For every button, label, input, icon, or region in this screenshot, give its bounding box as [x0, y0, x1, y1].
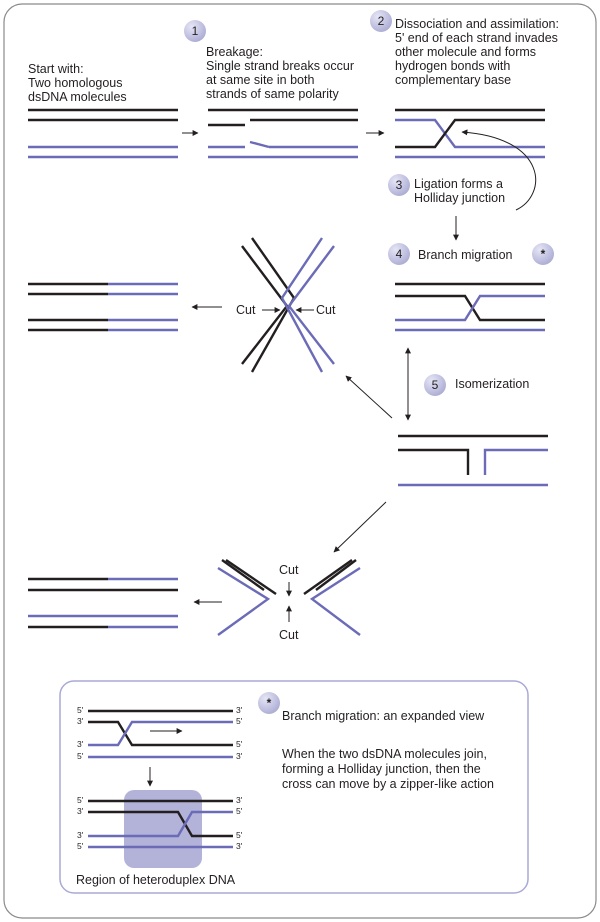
step-4-badge: 4	[388, 243, 410, 265]
ligation-line: Holliday junction	[414, 191, 506, 205]
end-label: 5'	[77, 795, 84, 805]
breakage-text: Breakage: Single strand breaks occur at …	[206, 45, 354, 101]
end-label: 3'	[77, 739, 84, 749]
end-label: 3'	[77, 830, 84, 840]
cut-label-right: Cut	[316, 303, 336, 317]
isomerization-label: Isomerization	[455, 377, 530, 391]
cut-label-bottom: Cut	[279, 628, 299, 642]
end-label: 3'	[236, 751, 243, 761]
dissociation-line: other molecule and forms	[395, 45, 537, 59]
inset-description: When the two dsDNA molecules join, formi…	[282, 747, 494, 792]
inset-title: Branch migration: an expanded view	[282, 709, 485, 723]
cut-label-left: Cut	[236, 303, 256, 317]
breakage-line: Breakage:	[206, 45, 263, 59]
dissociation-text: Dissociation and assimilation: 5' end of…	[395, 17, 559, 87]
asterisk-badge: *	[532, 243, 554, 265]
end-label: 5'	[77, 705, 84, 715]
inset-description-line: forming a Holliday junction, then the	[282, 762, 481, 776]
isomerized-junction	[398, 434, 548, 487]
dissociation-line: complementary base	[395, 73, 512, 87]
end-label: 3'	[236, 841, 243, 851]
step-3-badge: 3	[388, 174, 410, 196]
end-label: 5'	[77, 841, 84, 851]
branch-migration-label: Branch migration	[418, 248, 513, 262]
end-label: 5'	[236, 716, 243, 726]
end-label: 3'	[77, 806, 84, 816]
dissociation-line: Dissociation and assimilation:	[395, 17, 559, 31]
branch-migration-molecules	[395, 282, 545, 332]
dissociation-line: hydrogen bonds with	[395, 59, 511, 73]
dissociation-line: 5' end of each strand invades	[395, 31, 558, 45]
end-label: 5'	[236, 739, 243, 749]
step-1-badge: 1	[184, 20, 206, 42]
step-2-badge: 2	[370, 10, 392, 32]
end-label: 5'	[236, 806, 243, 816]
inset-description-line: cross can move by a zipper-like action	[282, 777, 494, 791]
step-5-badge: 5	[424, 374, 446, 396]
breakage-line: Single strand breaks occur	[206, 59, 354, 73]
end-label: 3'	[77, 716, 84, 726]
end-label: 5'	[236, 830, 243, 840]
start-molecules	[28, 108, 178, 159]
intro-line: Start with:	[28, 62, 84, 76]
inset-description-line: When the two dsDNA molecules join,	[282, 747, 487, 761]
intro-text: Start with: Two homologous dsDNA molecul…	[28, 62, 127, 104]
region-label: Region of heteroduplex DNA	[76, 873, 236, 887]
ligation-line: Ligation forms a	[414, 177, 503, 191]
breakage-line: strands of same polarity	[206, 87, 339, 101]
intro-line: dsDNA molecules	[28, 90, 127, 104]
heteroduplex-region	[124, 790, 202, 868]
end-label: 5'	[77, 751, 84, 761]
assimilation-molecules	[395, 108, 545, 159]
breakage-molecules	[208, 108, 358, 159]
outer-frame	[3, 3, 597, 919]
intro-line: Two homologous	[28, 76, 123, 90]
product-molecules-upper	[28, 282, 178, 332]
ligation-text: Ligation forms a Holliday junction	[414, 177, 505, 205]
end-label: 3'	[236, 795, 243, 805]
inset-asterisk-badge: *	[258, 692, 280, 714]
holliday-x-upper	[241, 237, 335, 373]
flow-arrows	[182, 129, 537, 622]
holliday-x-lower	[217, 559, 361, 636]
end-label: 3'	[236, 705, 243, 715]
breakage-line: at same site in both	[206, 73, 315, 87]
cut-label-top: Cut	[279, 563, 299, 577]
product-molecules-lower	[28, 577, 178, 629]
